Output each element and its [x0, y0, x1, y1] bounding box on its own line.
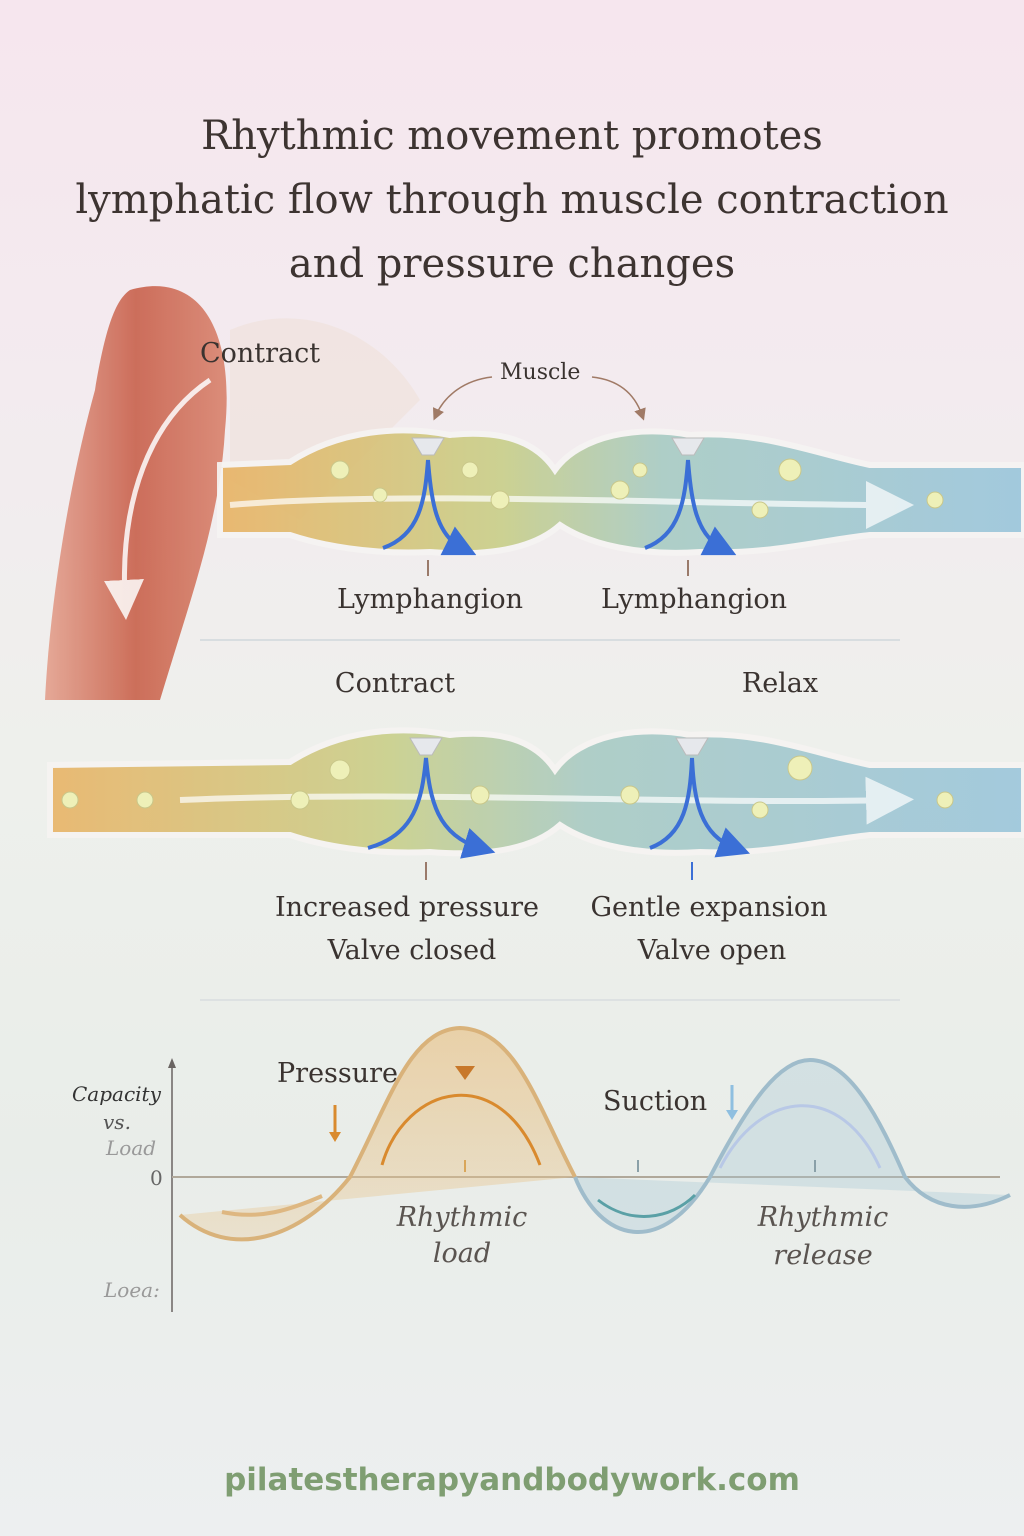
muscle-label: Muscle: [500, 360, 581, 385]
lymph-vessel-middle: [47, 727, 1024, 880]
lymphangion-right-label: Lymphangion: [600, 584, 788, 615]
gentle-expansion-caption: Gentle expansion: [590, 892, 828, 923]
increased-pressure-caption: Increased pressure: [274, 892, 540, 923]
y-label-capacity: Capacity: [72, 1082, 161, 1106]
title-line-2: lymphatic flow through muscle contractio…: [75, 177, 949, 223]
lymph-vessel-top: [217, 376, 1024, 576]
load-curve: [178, 1025, 577, 1242]
valve-closed-caption: Valve closed: [327, 935, 497, 966]
relax-label: Relax: [741, 668, 819, 699]
contract-label-middle: Contract: [334, 668, 456, 699]
y-label-vs: vs.: [103, 1110, 131, 1134]
zero-tick-label: 0: [150, 1166, 163, 1190]
rhythmic-load-label-1: Rhythmic: [396, 1202, 528, 1233]
contract-label-top: Contract: [200, 338, 321, 369]
footer-website[interactable]: pilatestherapyandbodywork.com: [224, 1462, 800, 1498]
pressure-peak-arrow-icon: [455, 1066, 475, 1080]
page-title: Rhythmic movement promotes lymphatic flo…: [0, 104, 1024, 296]
release-curve: [573, 1057, 1011, 1234]
rhythmic-load-label-2: load: [432, 1238, 492, 1269]
rhythmic-release-label-1: Rhythmic: [757, 1202, 889, 1233]
lymphangion-left-label: Lymphangion: [336, 584, 524, 615]
contract-arrow-icon: [104, 377, 212, 620]
y-axis-arrow-icon: [168, 1058, 176, 1068]
capacity-load-chart: [168, 1025, 1011, 1312]
y-label-load: Load: [106, 1136, 157, 1160]
valve-open-caption: Valve open: [637, 935, 787, 966]
title-line-3: and pressure changes: [288, 241, 736, 287]
rhythmic-release-label-2: release: [773, 1240, 873, 1271]
title-line-1: Rhythmic movement promotes: [201, 113, 823, 159]
pressure-label: Pressure: [277, 1058, 399, 1089]
suction-label: Suction: [603, 1086, 708, 1117]
y-bottom-label: Loea:: [104, 1278, 160, 1302]
